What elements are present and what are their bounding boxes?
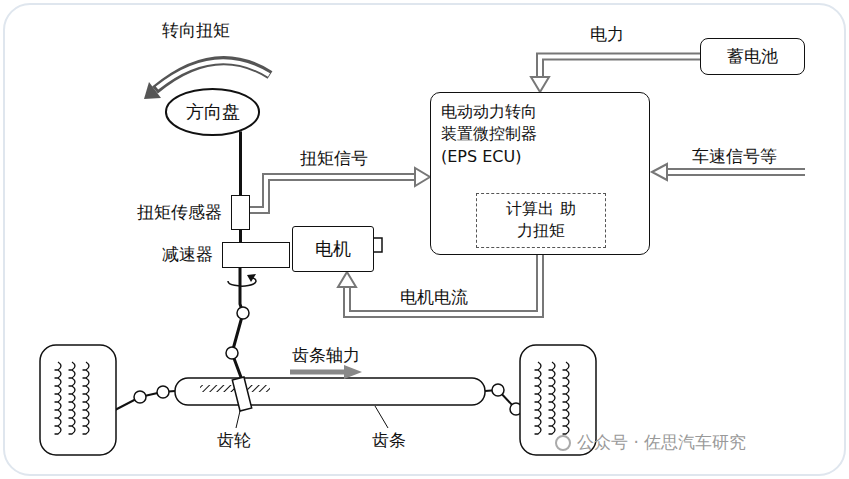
battery: 蓄电池 bbox=[700, 38, 805, 75]
motor-tab bbox=[373, 238, 382, 252]
ball-joint bbox=[134, 391, 146, 403]
tread bbox=[55, 362, 569, 434]
signal-arrow-head bbox=[652, 164, 667, 180]
signal-label: 车速信号等 bbox=[690, 146, 779, 166]
node-text: 方向盘 bbox=[186, 99, 240, 124]
reducer: 减速器 bbox=[222, 242, 290, 268]
tread-line bbox=[549, 362, 555, 434]
connector bbox=[531, 77, 549, 92]
connector bbox=[250, 177, 416, 210]
connector bbox=[239, 230, 242, 242]
torque-arrow bbox=[155, 61, 270, 90]
calc-box: 计算出 助力扭矩 bbox=[476, 193, 606, 248]
pinion bbox=[232, 377, 251, 411]
edge-label: 电力 bbox=[588, 24, 626, 44]
force-arrow-head bbox=[344, 365, 362, 379]
connector bbox=[347, 255, 540, 314]
force-label: 齿条轴力 bbox=[290, 345, 362, 365]
part-name: 齿条 bbox=[370, 430, 408, 450]
connector bbox=[250, 168, 430, 210]
node-text: 扭矩传感器 bbox=[135, 201, 224, 225]
torque-label: 转向扭矩 bbox=[160, 20, 232, 40]
frame bbox=[4, 4, 845, 475]
ellipse bbox=[166, 89, 259, 135]
signal-arrow bbox=[666, 168, 805, 176]
connector bbox=[347, 255, 540, 314]
connector bbox=[415, 168, 430, 186]
node-text: 电动动力转向 装置微控制器 (EPS ECU) bbox=[441, 101, 547, 168]
motor: 电机 bbox=[292, 226, 374, 272]
tread-line bbox=[83, 362, 89, 434]
connector bbox=[250, 177, 416, 210]
node-text: 减速器 bbox=[160, 243, 215, 267]
node-text: 电机 bbox=[315, 236, 351, 261]
leader-line bbox=[236, 411, 240, 428]
u-joint bbox=[226, 347, 238, 359]
tread-line bbox=[69, 362, 75, 434]
connector bbox=[240, 131, 241, 195]
ball-joint bbox=[157, 386, 169, 398]
ecu-box: 电动动力转向 装置微控制器 (EPS ECU) 计算出 助力扭矩 bbox=[430, 92, 650, 255]
node-text: 计算出 助力扭矩 bbox=[504, 198, 578, 243]
force-arrow bbox=[290, 370, 346, 375]
torque-arrow-inner bbox=[157, 61, 269, 88]
part-name: 齿轮 bbox=[215, 430, 253, 450]
connector bbox=[239, 131, 242, 195]
torque-sensor: 扭矩传感器 bbox=[231, 195, 250, 230]
u-joint bbox=[237, 307, 249, 319]
edge-label: 扭矩信号 bbox=[298, 148, 370, 168]
rotation-head bbox=[247, 274, 256, 282]
torque-arrow-head bbox=[144, 82, 161, 99]
connector bbox=[531, 57, 700, 93]
rack bbox=[175, 378, 485, 405]
connector bbox=[540, 57, 700, 79]
node-text: 蓄电池 bbox=[727, 45, 778, 69]
wheel bbox=[40, 345, 116, 455]
signal-arrow-inner bbox=[668, 170, 805, 174]
tread-line bbox=[55, 362, 61, 434]
watermark: 公众号 · 佐思汽车研究 bbox=[575, 432, 748, 452]
tread-line bbox=[535, 362, 541, 434]
tread-line bbox=[563, 362, 569, 434]
edge-label: 电机电流 bbox=[398, 287, 470, 307]
connector bbox=[540, 57, 700, 79]
watermark-icon bbox=[556, 436, 570, 450]
leader-line bbox=[375, 406, 388, 428]
ball-joint bbox=[492, 384, 504, 396]
connector bbox=[338, 272, 356, 287]
steering-wheel: 方向盘 bbox=[165, 88, 260, 136]
connector bbox=[240, 230, 241, 242]
